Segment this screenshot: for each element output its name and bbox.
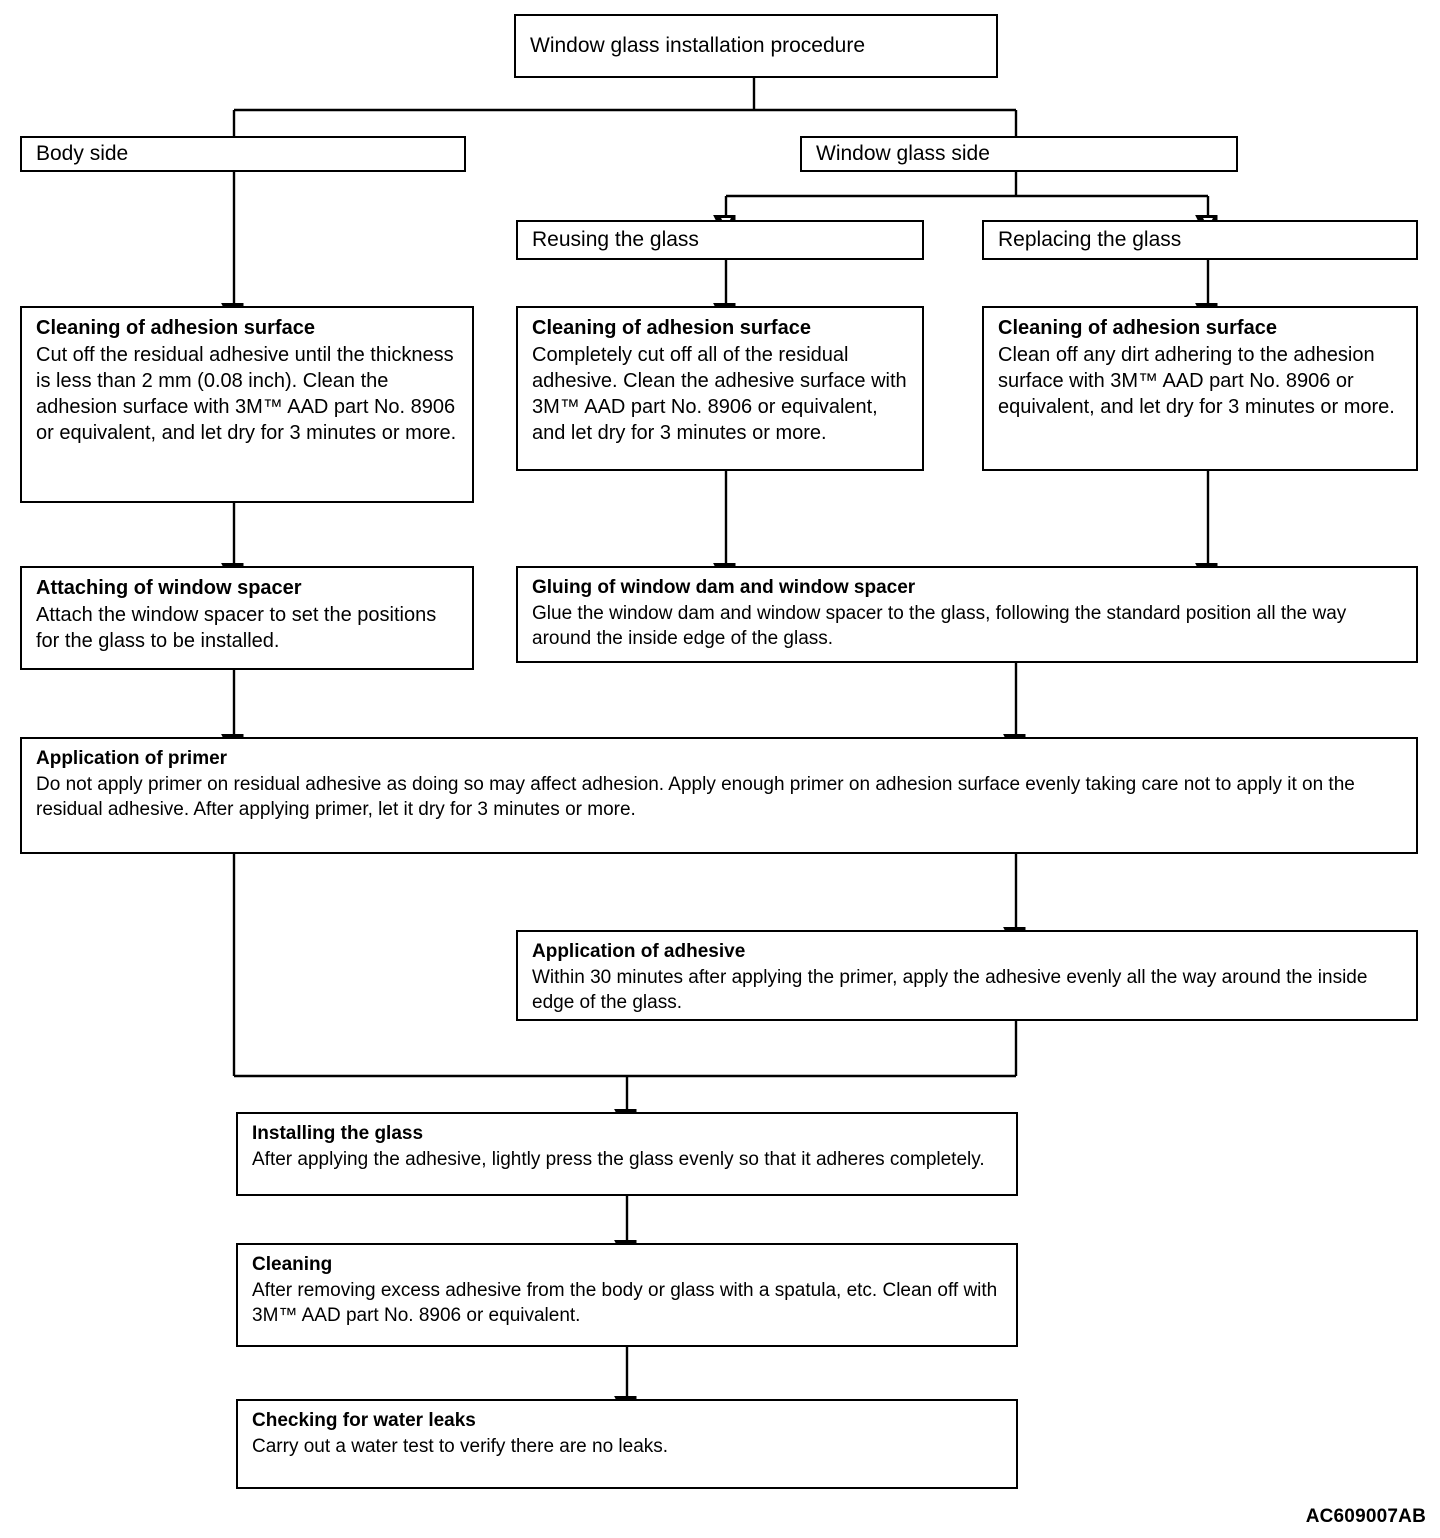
node-reusing-the-glass-label: Reusing the glass	[532, 228, 699, 252]
node-root-label: Window glass installation procedure	[530, 34, 866, 58]
node-body: Within 30 minutes after applying the pri…	[532, 966, 1368, 1014]
node-application-of-primer[interactable]: Application of primer Do not apply prime…	[20, 737, 1418, 854]
figure-code: AC609007AB	[1305, 1506, 1426, 1527]
node-title: Application of adhesive	[532, 941, 746, 962]
node-cleaning-adhesion-surface-body[interactable]: Cleaning of adhesion surface Cut off the…	[20, 306, 474, 503]
node-body-side-label: Body side	[36, 142, 129, 166]
node-body: After applying the adhesive, lightly pre…	[252, 1148, 985, 1170]
node-body: After removing excess adhesive from the …	[252, 1279, 998, 1327]
node-installing-the-glass[interactable]: Installing the glass After applying the …	[236, 1112, 1018, 1196]
node-root[interactable]: Window glass installation procedure	[514, 14, 998, 78]
node-attaching-window-spacer[interactable]: Attaching of window spacer Attach the wi…	[20, 566, 474, 670]
node-title: Cleaning of adhesion surface	[532, 317, 811, 339]
node-body: Cut off the residual adhesive until the …	[36, 344, 457, 444]
node-cleaning-adhesion-surface-replace[interactable]: Cleaning of adhesion surface Clean off a…	[982, 306, 1418, 471]
node-window-glass-side[interactable]: Window glass side	[800, 136, 1238, 172]
node-title: Installing the glass	[252, 1123, 424, 1144]
node-replacing-the-glass[interactable]: Replacing the glass	[982, 220, 1418, 260]
node-replacing-the-glass-label: Replacing the glass	[998, 228, 1182, 252]
node-body: Do not apply primer on residual adhesive…	[36, 773, 1355, 821]
node-body: Clean off any dirt adhering to the adhes…	[998, 344, 1395, 418]
node-title: Cleaning of adhesion surface	[36, 317, 315, 339]
node-reusing-the-glass[interactable]: Reusing the glass	[516, 220, 924, 260]
node-application-of-adhesive[interactable]: Application of adhesive Within 30 minute…	[516, 930, 1418, 1021]
node-title: Gluing of window dam and window spacer	[532, 577, 916, 598]
node-title: Checking for water leaks	[252, 1410, 476, 1431]
node-body: Carry out a water test to verify there a…	[252, 1435, 669, 1457]
node-title: Attaching of window spacer	[36, 577, 302, 599]
node-body: Attach the window spacer to set the posi…	[36, 604, 437, 652]
node-cleaning-adhesion-surface-reuse[interactable]: Cleaning of adhesion surface Completely …	[516, 306, 924, 471]
node-window-glass-side-label: Window glass side	[816, 142, 990, 166]
node-gluing-window-dam-spacer[interactable]: Gluing of window dam and window spacer G…	[516, 566, 1418, 663]
node-title: Cleaning of adhesion surface	[998, 317, 1277, 339]
node-body: Glue the window dam and window spacer to…	[532, 602, 1347, 650]
node-checking-for-water-leaks[interactable]: Checking for water leaks Carry out a wat…	[236, 1399, 1018, 1489]
node-title: Application of primer	[36, 748, 228, 769]
node-body-side[interactable]: Body side	[20, 136, 466, 172]
node-title: Cleaning	[252, 1254, 333, 1275]
node-body: Completely cut off all of the residual a…	[532, 344, 907, 444]
node-cleaning[interactable]: Cleaning After removing excess adhesive …	[236, 1243, 1018, 1347]
